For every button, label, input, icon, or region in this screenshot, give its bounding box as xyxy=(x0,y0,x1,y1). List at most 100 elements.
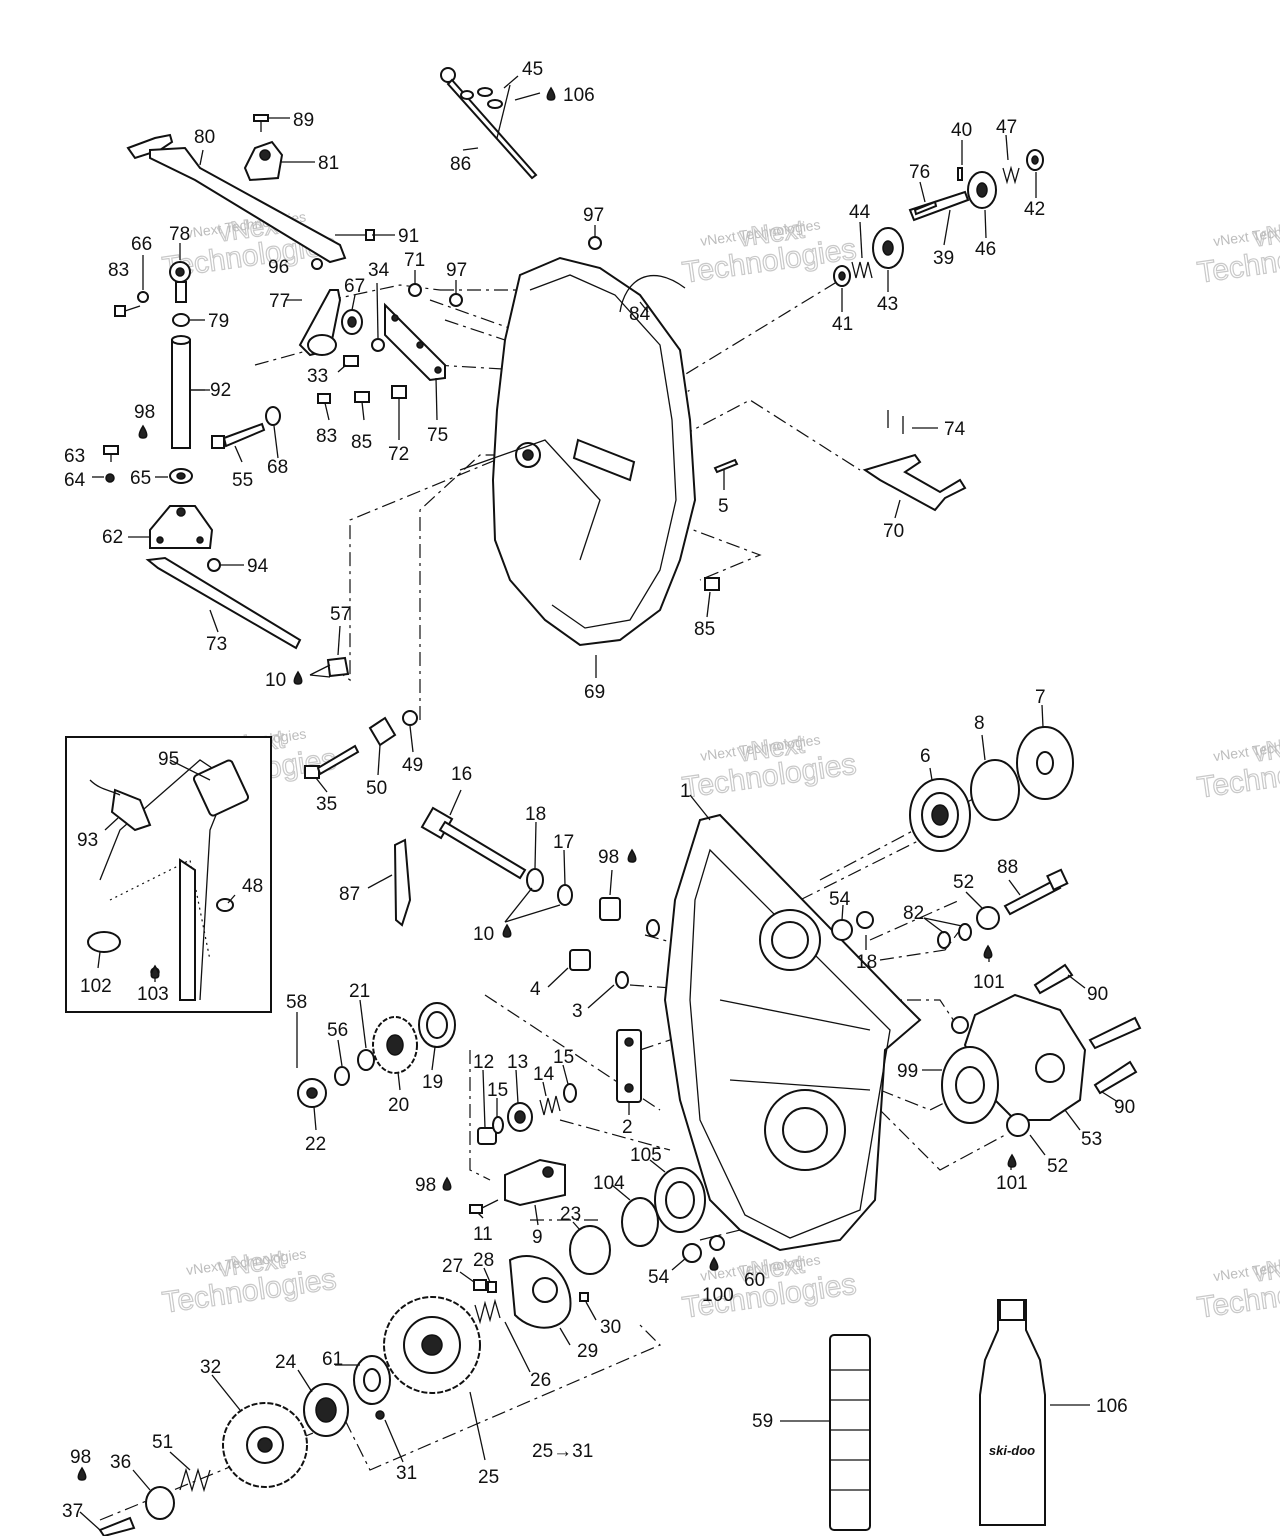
washer-15b xyxy=(563,1083,577,1103)
part-label-102: 102 xyxy=(80,976,112,997)
cable-84 xyxy=(619,274,686,313)
part-label-78: 78 xyxy=(169,224,190,245)
nut-71 xyxy=(408,283,422,297)
bolt-83 xyxy=(317,393,331,404)
circlip-8 xyxy=(970,759,1020,821)
bracket-9 xyxy=(504,1158,566,1207)
nut-66 xyxy=(137,291,149,303)
part-label-46: 46 xyxy=(975,239,996,260)
spring-44 xyxy=(851,261,873,279)
washer-64 xyxy=(105,473,115,483)
part-label-45: 45 xyxy=(522,59,543,80)
part-label-24: 24 xyxy=(275,1352,297,1373)
part-label-26: 26 xyxy=(530,1370,551,1391)
part-label-33: 33 xyxy=(307,366,328,387)
bolt-72 xyxy=(391,385,407,399)
part-label-98: 98 xyxy=(70,1447,91,1468)
bolt-33 xyxy=(343,355,359,367)
washer-3b xyxy=(646,919,660,937)
oil-drop-icon xyxy=(709,1256,719,1271)
nut-31 xyxy=(375,1410,385,1420)
screw-91 xyxy=(335,229,375,241)
part-label-92: 92 xyxy=(210,380,231,401)
part-label-75: 75 xyxy=(427,425,448,446)
part-label-69: 69 xyxy=(584,682,605,703)
part-label-44: 44 xyxy=(849,202,871,223)
part-label-40: 40 xyxy=(951,120,972,141)
nut-94 xyxy=(207,558,221,572)
watermark: vNext vNext Technologies Technologies xyxy=(680,1248,859,1325)
bearing-13 xyxy=(507,1102,533,1132)
part-label-71: 71 xyxy=(404,250,425,271)
part-label-32: 32 xyxy=(200,1357,221,1378)
part-label-25: 25 xyxy=(478,1467,499,1488)
gear-43 xyxy=(872,227,904,269)
part-label-47: 47 xyxy=(996,117,1017,138)
part-label-48: 48 xyxy=(242,876,263,897)
part-label-68: 68 xyxy=(267,457,288,478)
nut-52b xyxy=(1006,1113,1030,1137)
rod-73 xyxy=(145,556,302,650)
spring-51 xyxy=(179,1467,211,1493)
part-label-35: 35 xyxy=(316,794,337,815)
o-rings-45 xyxy=(460,87,503,109)
spring-14 xyxy=(539,1095,561,1116)
oil-drop-icon xyxy=(138,424,148,439)
part-label-99: 99 xyxy=(897,1061,918,1082)
shaft-92 xyxy=(171,335,191,449)
oil-drop-icon xyxy=(627,848,637,863)
part-label-101: 101 xyxy=(996,1173,1028,1194)
watermark: vNext vNext Technologies Technologies xyxy=(1195,213,1280,290)
bolt-35 xyxy=(304,744,360,779)
bushing-4 xyxy=(569,949,591,971)
watermark: vNext vNext Technologies Technologies xyxy=(1195,728,1280,805)
gear-46 xyxy=(967,171,997,209)
part-label-56: 56 xyxy=(327,1020,348,1041)
nut-52 xyxy=(976,906,1000,930)
part-label-62: 62 xyxy=(102,527,123,548)
oil-drop-icon xyxy=(77,1466,87,1481)
part-label-15: 15 xyxy=(487,1080,508,1101)
pin-86 xyxy=(440,67,538,180)
part-label-85: 85 xyxy=(351,432,372,453)
washer-60 xyxy=(709,1235,725,1251)
plate-2 xyxy=(616,1029,642,1103)
nut-97 xyxy=(588,236,602,250)
part-label-87: 87 xyxy=(339,884,360,905)
part-label-106: 106 xyxy=(1096,1396,1128,1417)
part-label-18: 18 xyxy=(525,804,546,825)
part-label-16: 16 xyxy=(451,764,472,785)
bolt-88 xyxy=(1003,868,1069,916)
part-label-18: 18 xyxy=(856,952,877,973)
part-label-9: 9 xyxy=(532,1227,543,1248)
support-81 xyxy=(243,140,284,182)
bolt-16 xyxy=(420,806,527,880)
cotter-pin-87 xyxy=(393,838,412,927)
bolt-37 xyxy=(98,1516,136,1536)
chaincase-1 xyxy=(663,813,922,1252)
part-label-22: 22 xyxy=(305,1134,326,1155)
washers-82 xyxy=(937,923,972,949)
part-label-65: 65 xyxy=(130,468,151,489)
part-label-54: 54 xyxy=(648,1267,670,1288)
part-label-97: 97 xyxy=(583,205,604,226)
bushing-19 xyxy=(418,1002,456,1048)
sprocket-25 xyxy=(383,1296,481,1394)
bolt-55 xyxy=(211,422,266,449)
pin-5 xyxy=(713,458,739,474)
part-label-104: 104 xyxy=(593,1173,625,1194)
nut-54 xyxy=(831,919,853,941)
washer-34 xyxy=(371,338,385,352)
part-label-93: 93 xyxy=(77,830,98,851)
part-number-labels: 1 2 3 4 5 6 7 8 9 10 10 11 12 13 14 15 1… xyxy=(62,59,1135,1522)
part-label-52: 52 xyxy=(953,872,974,893)
washer-7 xyxy=(1016,726,1074,800)
part-label-101: 101 xyxy=(973,972,1005,993)
sprocket-32 xyxy=(222,1402,308,1488)
bracket-62 xyxy=(149,505,214,549)
part-label-53: 53 xyxy=(1081,1129,1102,1150)
part-label-57: 57 xyxy=(330,604,351,625)
part-label-2: 2 xyxy=(622,1117,633,1138)
bushing-23 xyxy=(569,1225,611,1275)
